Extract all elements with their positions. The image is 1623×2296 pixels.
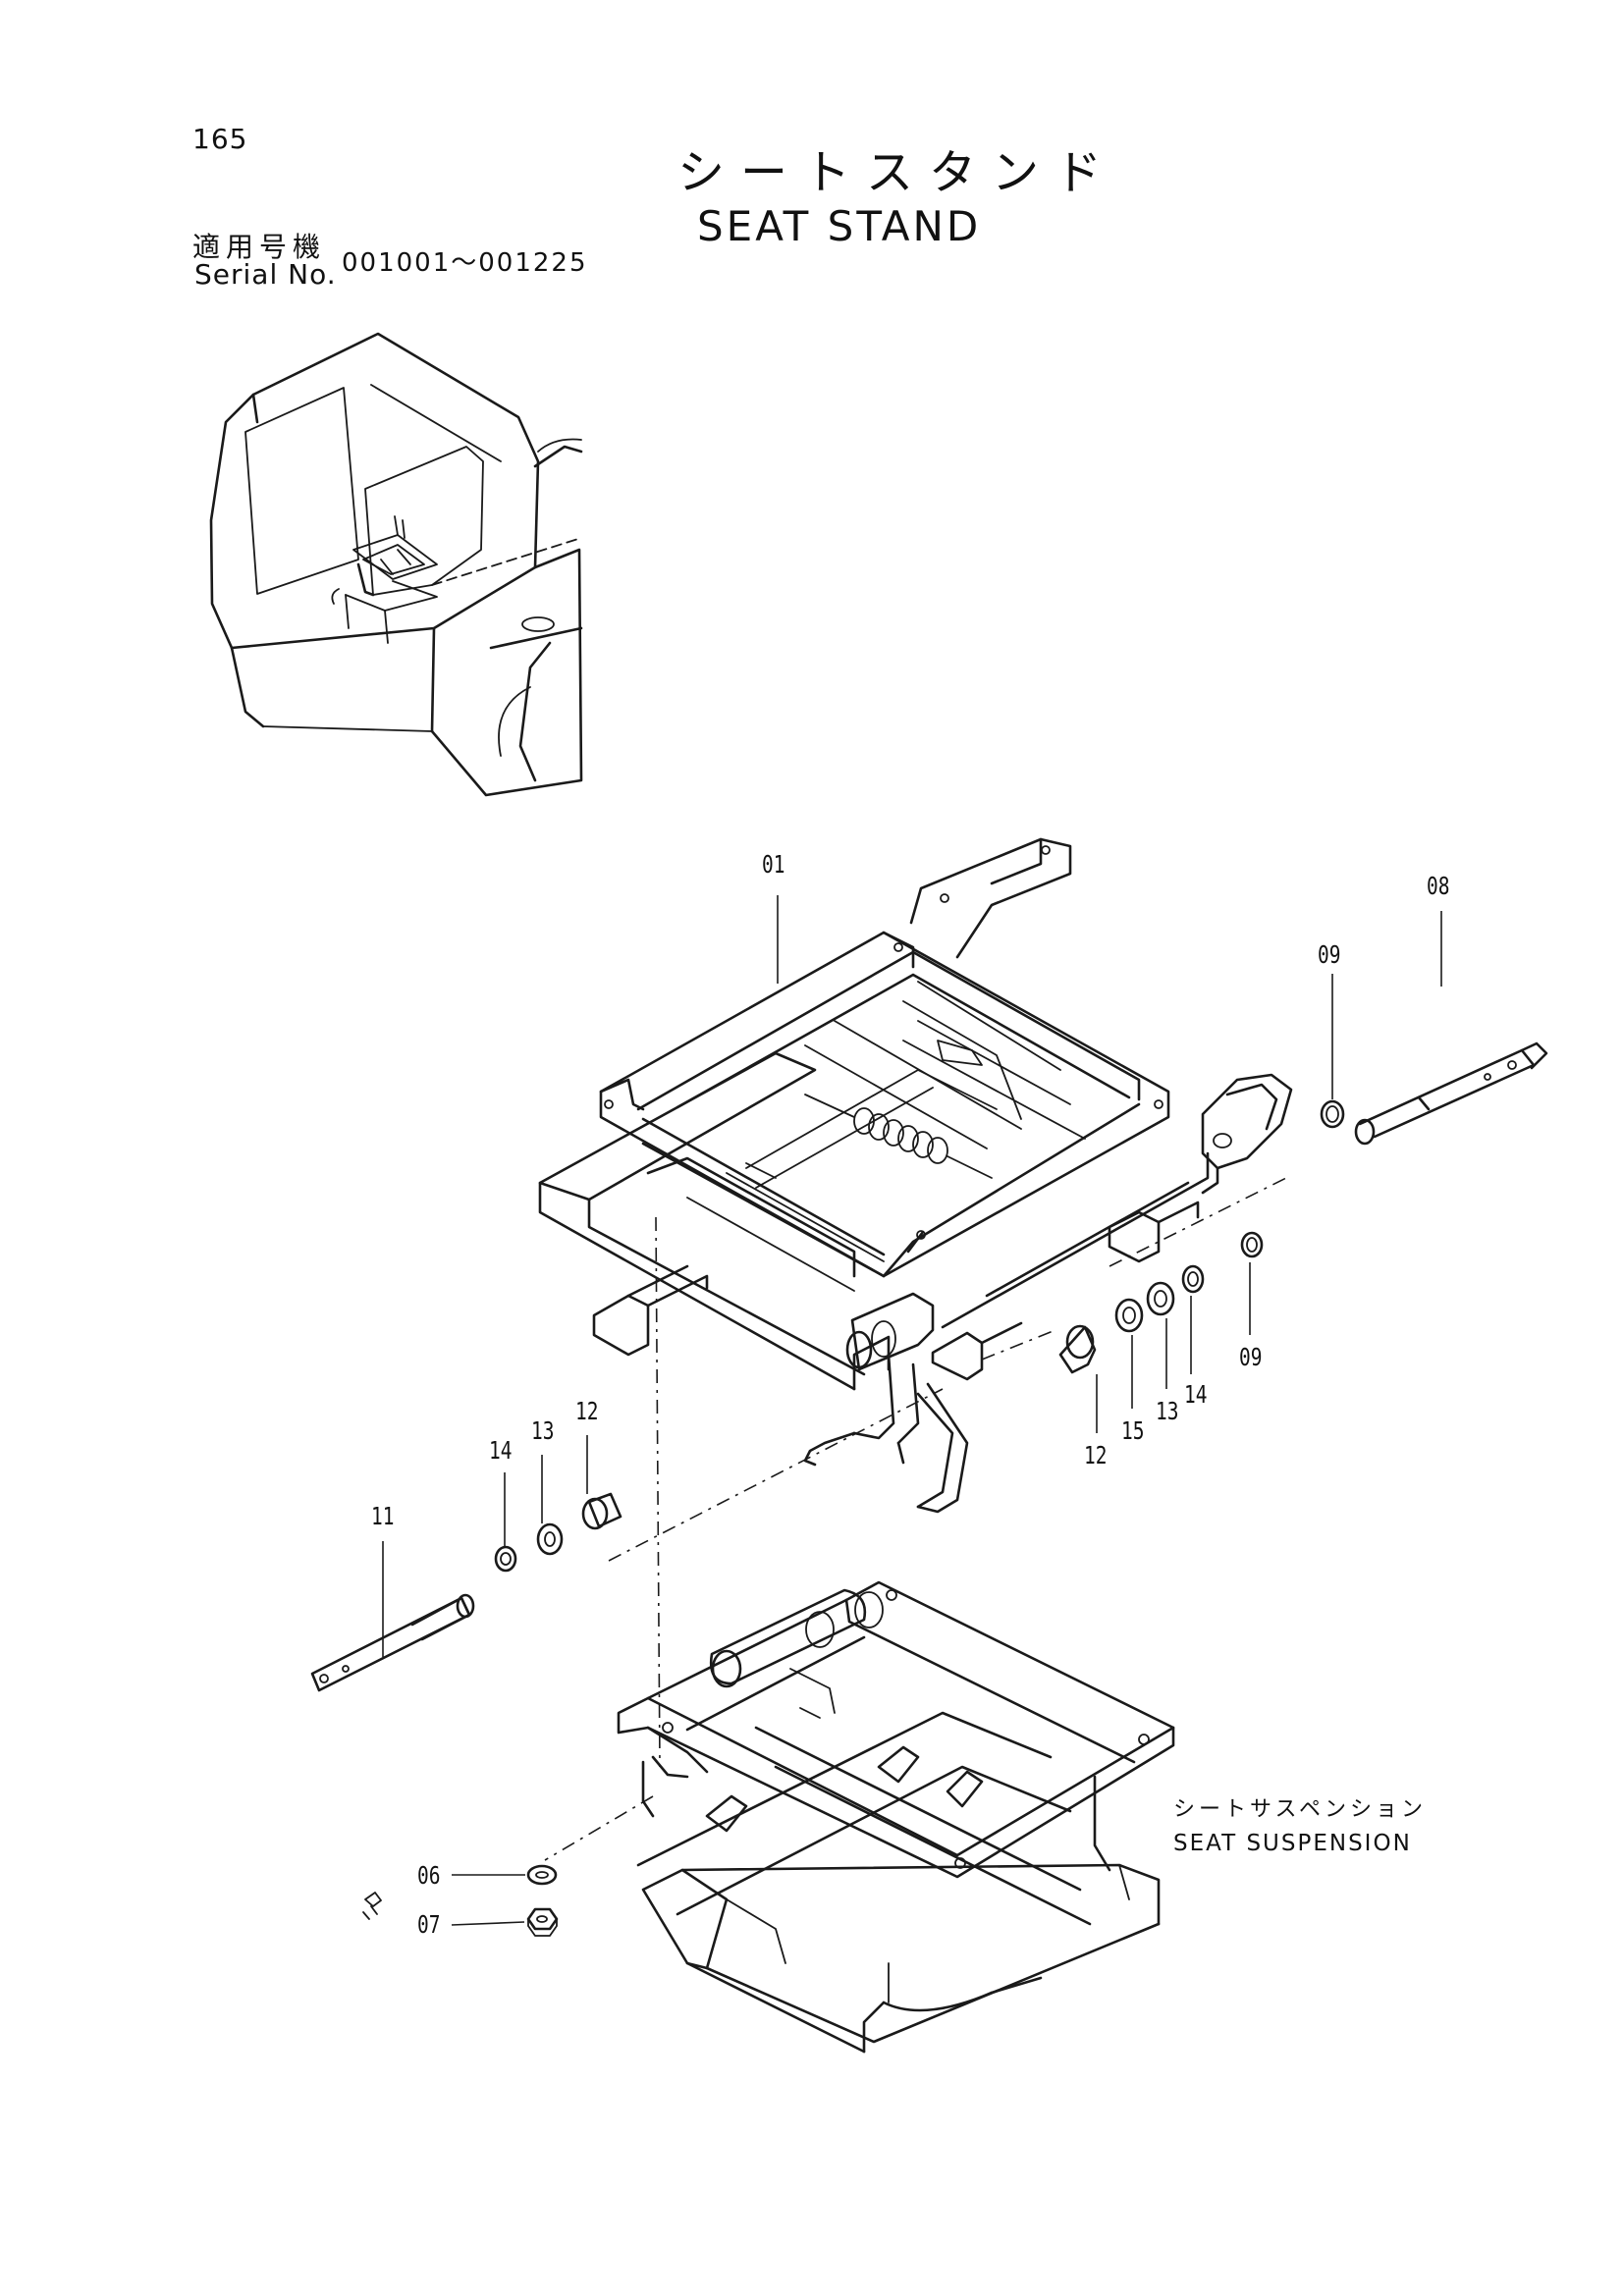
part-label-11: 11: [371, 1502, 395, 1530]
washer-13-left: [536, 1522, 564, 1556]
part-label-06: 06: [417, 1861, 441, 1890]
part-label-01: 01: [762, 850, 785, 879]
cab-locator-illustration: [209, 332, 583, 797]
washer-13-right: [1146, 1281, 1175, 1316]
seat-suspension-label-japanese: シートサスペンション: [1173, 1797, 1428, 1822]
mount-alignment-line: [655, 1216, 661, 1768]
page-title-japanese: シートスタンド: [677, 145, 1118, 200]
seat-stand-frame: [538, 837, 1293, 1514]
clip-14-left: [494, 1545, 517, 1573]
page-number: 165: [192, 123, 248, 155]
serial-label: Serial No.: [194, 258, 337, 291]
small-hardware-mark: [362, 1892, 382, 1920]
pin-08: [1354, 1041, 1548, 1146]
clip-14-right: [1181, 1264, 1205, 1294]
part-label-13-right: 13: [1156, 1397, 1179, 1425]
part-label-09-lower: 09: [1239, 1343, 1263, 1371]
pin-11: [310, 1593, 475, 1692]
part-label-09-upper: 09: [1318, 940, 1341, 969]
seat-suspension-label: SEAT SUSPENSION: [1173, 1831, 1412, 1856]
washer-06: [526, 1864, 558, 1886]
serial-range: 001001～001225: [342, 248, 588, 278]
part-label-12-right: 12: [1084, 1441, 1108, 1469]
washer-15: [1114, 1298, 1144, 1333]
serial-label-japanese: 適用号機: [192, 231, 327, 263]
part-label-14-right: 14: [1184, 1380, 1208, 1409]
clip-09-lower: [1240, 1231, 1264, 1258]
clip-09-upper: [1320, 1099, 1345, 1129]
pin-08-alignment-line: [981, 1329, 1056, 1361]
bushing-12-left: [581, 1492, 622, 1530]
seat-suspension: [617, 1580, 1175, 2054]
leader-lines: [382, 895, 1442, 1926]
part-label-15: 15: [1121, 1416, 1145, 1445]
nut-07: [526, 1907, 559, 1937]
part-label-12-left: 12: [575, 1397, 599, 1425]
part-label-14-left: 14: [489, 1436, 513, 1465]
page-title: SEAT STAND: [697, 202, 982, 250]
part-label-08: 08: [1427, 872, 1450, 900]
part-label-07: 07: [417, 1910, 441, 1939]
bracket-alignment-line: [1109, 1177, 1287, 1267]
washer-alignment-line: [544, 1795, 654, 1861]
pin-11-alignment-line: [608, 1388, 944, 1562]
bushing-12-right: [1058, 1324, 1097, 1374]
part-label-13-left: 13: [531, 1416, 555, 1445]
